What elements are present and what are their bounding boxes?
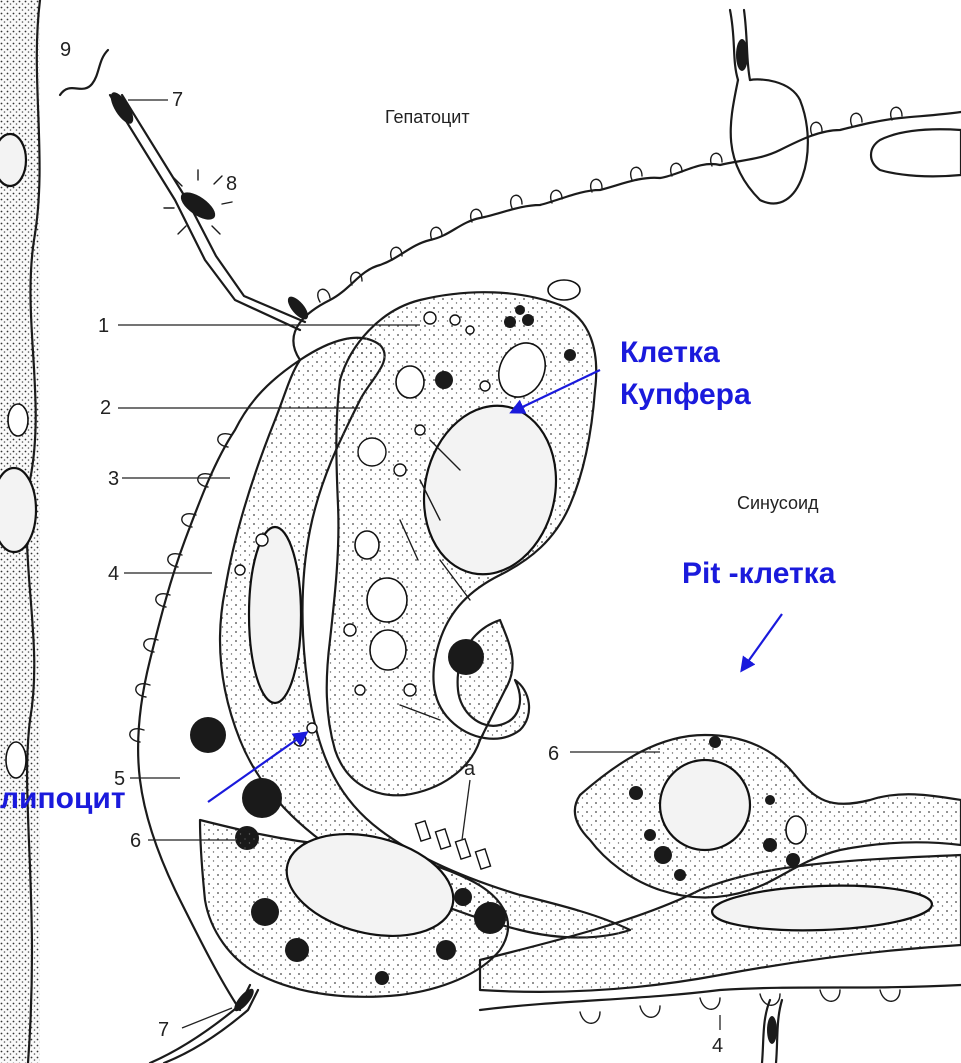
label-8: 8 xyxy=(226,173,237,195)
label-4-left: 4 xyxy=(108,563,119,585)
pit-cell-nucleus xyxy=(660,760,750,850)
pit-cell-arrow xyxy=(742,614,782,670)
label-6-right: 6 xyxy=(548,743,559,765)
label-a: а xyxy=(464,758,476,780)
label-6-left: 6 xyxy=(130,830,141,852)
sinusoid-label: Синусоид xyxy=(737,493,819,513)
label-1: 1 xyxy=(98,315,109,337)
pit-cell-label: Pit -клетка xyxy=(682,557,836,590)
kupffer-cell xyxy=(327,280,597,795)
label-3: 3 xyxy=(108,468,119,490)
strip-nucleus xyxy=(0,468,36,552)
label-2: 2 xyxy=(100,397,111,419)
lipocyte-nucleus xyxy=(249,527,301,703)
label-7-bottom: 7 xyxy=(158,1019,169,1041)
nerve-fiber-top xyxy=(60,50,312,330)
label-4-bottom: 4 xyxy=(712,1035,723,1057)
hepatocyte-label: Гепатоцит xyxy=(385,107,470,127)
kupffer-label-line2: Купфера xyxy=(620,378,751,411)
left-hepatocyte-strip xyxy=(0,0,40,1063)
lipocyte-label: липоцит xyxy=(0,782,126,815)
nerve-fiber-top-right xyxy=(730,10,808,204)
label-9: 9 xyxy=(60,39,71,61)
kupffer-label-line1: Клетка xyxy=(620,336,720,369)
nerve-fiber-bottom xyxy=(150,985,782,1063)
label-7-top: 7 xyxy=(172,89,183,111)
